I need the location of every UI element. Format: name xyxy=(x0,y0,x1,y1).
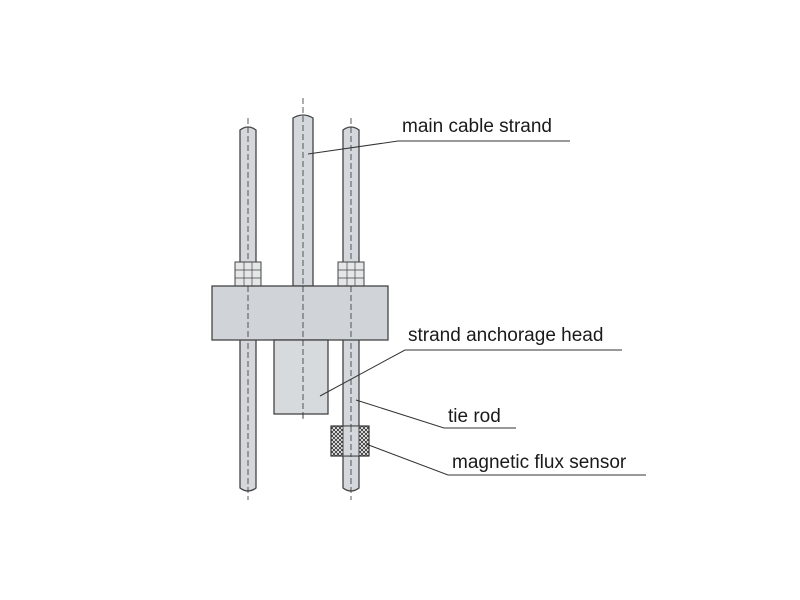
leader-magnetic-flux-sensor xyxy=(365,443,646,476)
leader-strand-anchorage-head xyxy=(319,349,622,397)
strand-anchorage-head xyxy=(273,339,329,420)
anchorage-plate xyxy=(211,285,389,341)
leader-tie-rod xyxy=(355,399,516,429)
label-magnetic-flux-sensor: magnetic flux sensor xyxy=(452,452,627,473)
label-strand-anchorage-head: strand anchorage head xyxy=(408,325,604,346)
main-cable-strand xyxy=(292,98,314,420)
label-main-cable-strand: main cable strand xyxy=(402,116,552,137)
left-nut xyxy=(234,261,262,287)
label-tie-rod: tie rod xyxy=(448,406,501,427)
leader-lines xyxy=(307,140,646,476)
right-nut xyxy=(337,261,365,287)
magnetic-flux-sensor xyxy=(330,425,370,457)
leader-main-cable-strand xyxy=(307,140,570,155)
